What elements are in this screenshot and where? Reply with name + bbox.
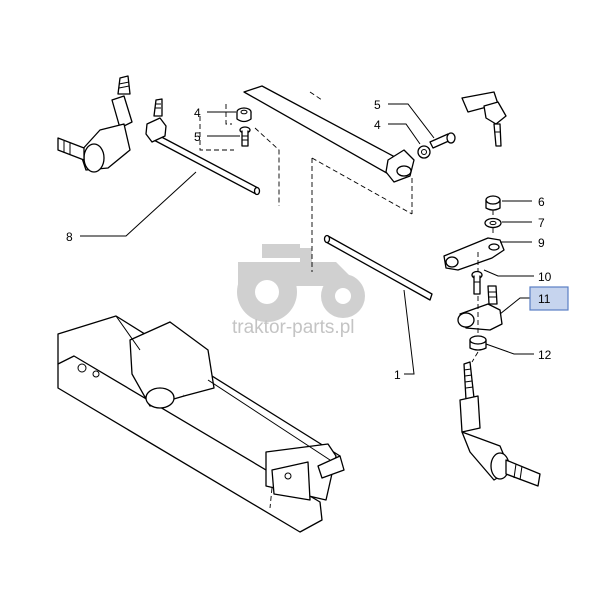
tractor-watermark-icon [237, 244, 365, 322]
assembly-guide-lines [199, 91, 494, 509]
right-knuckle-bottom [459, 361, 541, 487]
part-6-nut [485, 195, 501, 211]
callout-12: 12 [538, 348, 552, 362]
part-9-arm [443, 237, 505, 271]
callout-9: 9 [538, 236, 545, 250]
part-10-bolt [471, 270, 483, 295]
part-4-nut-right [417, 145, 431, 159]
callout-4-left: 4 [194, 106, 201, 120]
callout-11-highlight [530, 287, 568, 310]
watermark-text: traktor-parts.pl [232, 317, 354, 338]
part-4-nut-left [236, 107, 252, 123]
callout-5-right: 5 [374, 98, 381, 112]
callout-8: 8 [66, 230, 73, 244]
callout-6: 6 [538, 195, 545, 209]
callout-11: 11 [538, 292, 551, 306]
part-12-nut [469, 335, 487, 351]
part-7-washer [484, 217, 502, 229]
callout-1: 1 [394, 368, 401, 382]
part-1-rod [323, 234, 433, 301]
callout-11-highlight-border [529, 286, 569, 311]
part-11-ball-joint [457, 285, 503, 331]
part-5-bolt-left [239, 126, 251, 147]
part-5-bolt-right [429, 132, 456, 149]
callout-10: 10 [538, 270, 552, 284]
callout-5-left: 5 [194, 130, 201, 144]
left-knuckle-top [57, 75, 133, 173]
callout-4-right: 4 [374, 118, 381, 132]
part-8-rod [145, 98, 261, 196]
upper-tie-rod [243, 85, 415, 183]
front-axle-beam [57, 315, 345, 533]
callout-7: 7 [538, 216, 545, 230]
right-knuckle-top [461, 91, 507, 147]
callout-leaders [80, 103, 534, 375]
